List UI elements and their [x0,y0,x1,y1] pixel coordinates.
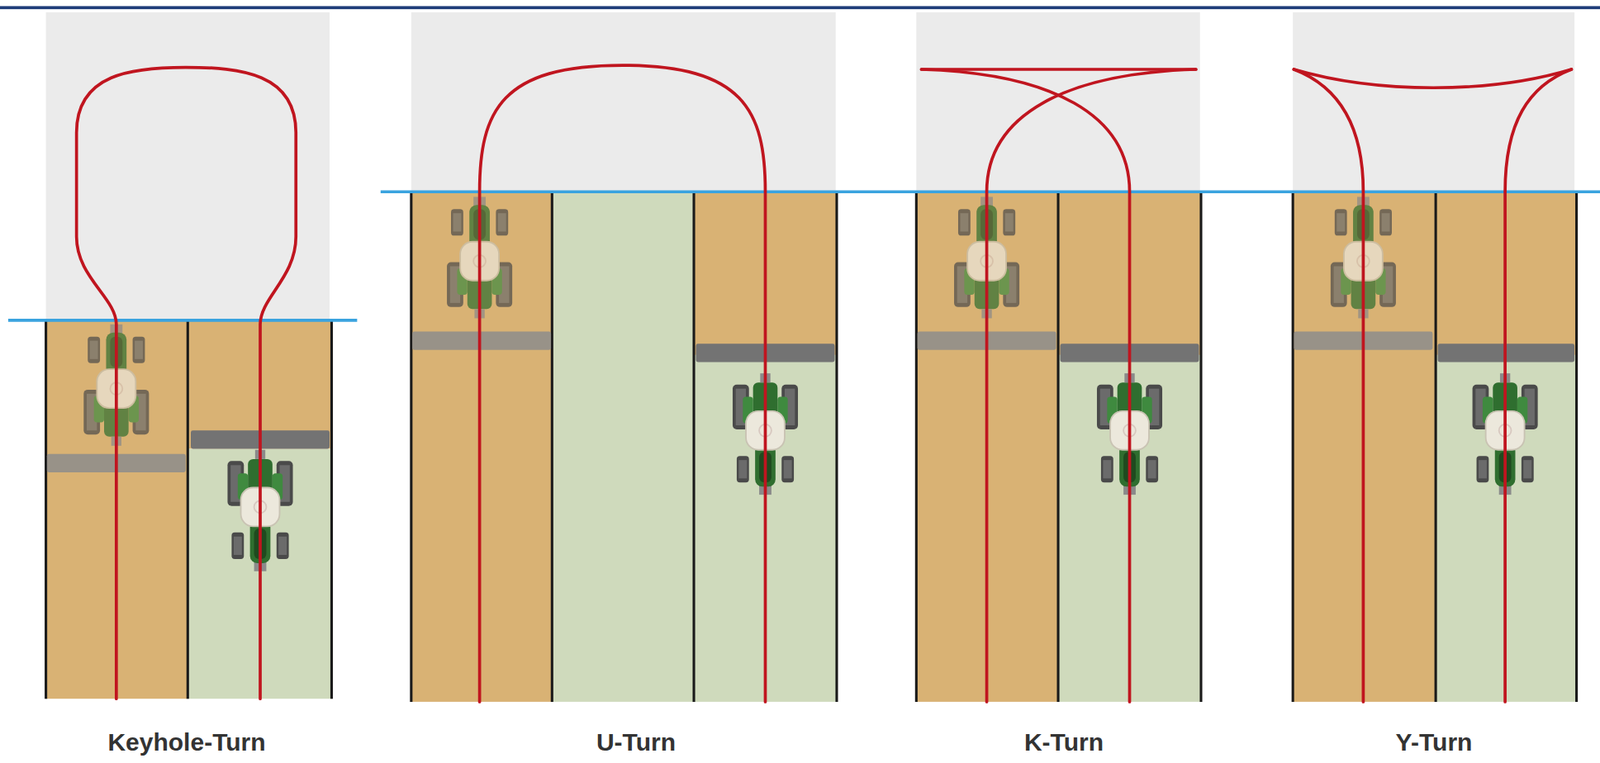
field-divider [692,191,695,703]
field-strip [551,191,694,703]
field-divider [1575,191,1578,703]
headland-boundary [8,191,1600,321]
turn-path [987,69,1197,703]
headland-boundary [380,189,1600,194]
field-divider [915,191,918,703]
field-divider [409,191,413,703]
field-divider [1199,191,1202,703]
turn-label: U-Turn [596,728,676,757]
top-rule [0,5,1600,10]
turn-path [1293,69,1363,703]
headland [916,12,1200,192]
turn-path [479,65,766,703]
field-divider [1434,191,1438,703]
field-divider [835,191,838,703]
field-strip [46,191,1577,703]
turn-label: K-Turn [1024,728,1104,757]
field-divider [44,320,48,699]
tractor [83,196,1538,571]
field-divider [330,320,333,699]
turn-path [921,69,1130,703]
turn-label: Keyhole-Turn [107,728,266,757]
field-divider [186,320,190,699]
field-divider [46,191,1577,703]
turn-path [1505,69,1572,703]
field-divider [550,191,554,703]
turn-label: Y-Turn [1395,728,1473,757]
turn-path [76,65,1572,703]
turn-path [921,67,1197,72]
implement-bar [47,331,1575,472]
turn-path [1293,69,1572,88]
field-divider [1056,191,1059,703]
headland [1292,12,1575,192]
headland-boundary [8,318,357,323]
field-strip [411,191,552,703]
turn-path [76,67,297,700]
implement-bar [412,331,551,350]
headland [411,12,836,192]
field-divider [1291,191,1295,703]
